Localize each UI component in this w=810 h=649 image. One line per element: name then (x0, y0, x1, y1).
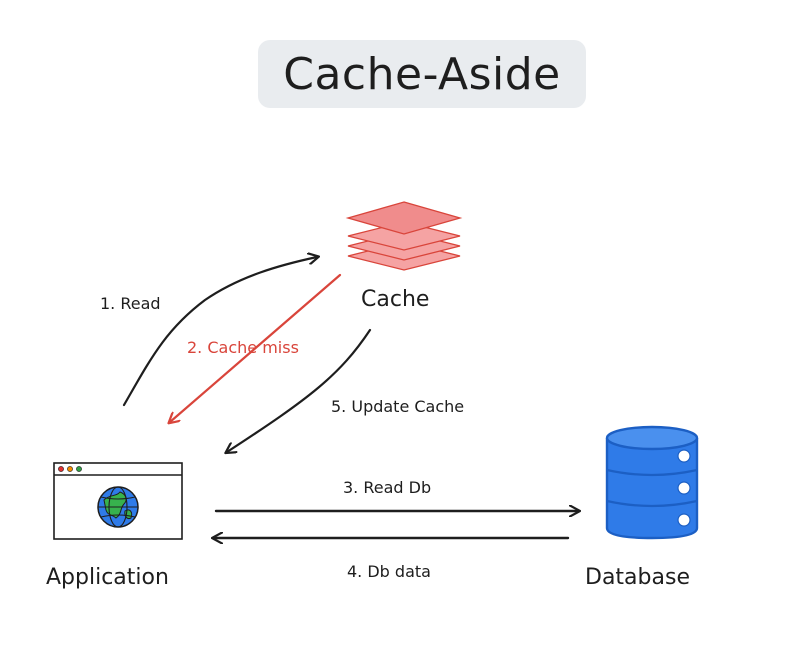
read-arrow (122, 257, 317, 407)
application-label: Application (46, 565, 169, 590)
cache-miss-arrow (170, 273, 342, 422)
read-db-label: 3. Read Db (343, 478, 432, 497)
read-label: 1. Read (100, 294, 161, 313)
update-cache-label: 5. Update Cache (331, 397, 465, 416)
cache-miss-label: 2. Cache miss (187, 338, 299, 357)
diagram-title: Cache-Aside (283, 48, 561, 100)
db-data-label: 4. Db data (347, 562, 431, 581)
database-cylinder-icon (605, 425, 699, 540)
update-cache-arrow (227, 328, 372, 452)
browser-window-globe-icon (53, 462, 183, 540)
database-label: Database (585, 565, 690, 590)
cache-layers-icon (345, 201, 463, 271)
cache-label: Cache (361, 287, 430, 312)
title-box: Cache-Aside (258, 40, 586, 108)
